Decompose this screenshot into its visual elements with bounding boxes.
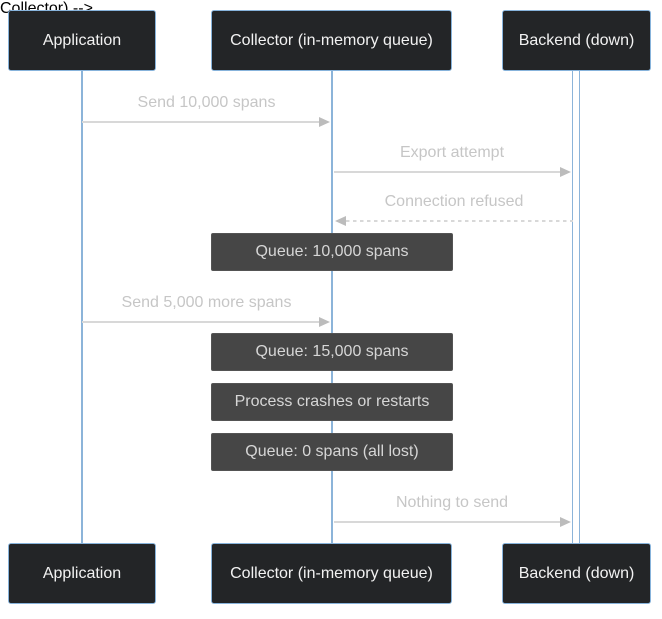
- actor-backend-top: Backend (down): [502, 10, 651, 71]
- message-send-5000-more-spans-line: [82, 321, 319, 323]
- arrowhead-left-icon: [335, 216, 346, 226]
- actor-backend-bottom-label: Backend (down): [518, 564, 635, 582]
- note-queue-15000-spans: Queue: 15,000 spans: [211, 333, 453, 371]
- message-connection-refused-line: [346, 220, 573, 222]
- message-send-10000-spans-label: Send 10,000 spans: [137, 94, 276, 111]
- arrowhead-right-icon: [560, 167, 571, 177]
- arrowhead-right-icon: [560, 517, 571, 527]
- message-nothing-to-send-line: [334, 521, 560, 523]
- lifeline-collector: [331, 71, 333, 543]
- actor-collector-top: Collector (in-memory queue): [211, 10, 452, 71]
- actor-backend-bottom: Backend (down): [502, 543, 651, 604]
- arrowhead-right-icon: [319, 117, 330, 127]
- message-connection-refused-label: Connection refused: [384, 193, 524, 210]
- actor-application-top-label: Application: [42, 31, 122, 49]
- actor-application-bottom: Application: [8, 543, 156, 604]
- note-queue-0-spans: Queue: 0 spans (all lost): [211, 433, 453, 471]
- actor-backend-top-label: Backend (down): [518, 31, 635, 49]
- actor-collector-bottom: Collector (in-memory queue): [211, 543, 452, 604]
- actor-application-top: Application: [8, 10, 156, 71]
- arrowhead-right-icon: [319, 317, 330, 327]
- note-queue-10000-spans: Queue: 10,000 spans: [211, 233, 453, 271]
- lifeline-backend: [572, 71, 580, 543]
- note-process-crashes-label: Process crashes or restarts: [234, 393, 430, 410]
- message-export-attempt-label: Export attempt: [399, 144, 505, 161]
- message-send-10000-spans-line: [82, 121, 319, 123]
- note-queue-0-spans-label: Queue: 0 spans (all lost): [245, 443, 419, 460]
- actor-application-bottom-label: Application: [42, 564, 122, 582]
- lifeline-application: [81, 71, 83, 543]
- note-process-crashes: Process crashes or restarts: [211, 383, 453, 421]
- note-queue-15000-spans-label: Queue: 15,000 spans: [255, 343, 409, 360]
- message-export-attempt-line: [334, 171, 560, 173]
- actor-collector-bottom-label: Collector (in-memory queue): [230, 564, 433, 582]
- actor-collector-top-label: Collector (in-memory queue): [230, 31, 433, 49]
- note-queue-10000-spans-label: Queue: 10,000 spans: [255, 243, 409, 260]
- message-send-5000-more-spans-label: Send 5,000 more spans: [121, 294, 292, 311]
- message-nothing-to-send-label: Nothing to send: [395, 494, 509, 511]
